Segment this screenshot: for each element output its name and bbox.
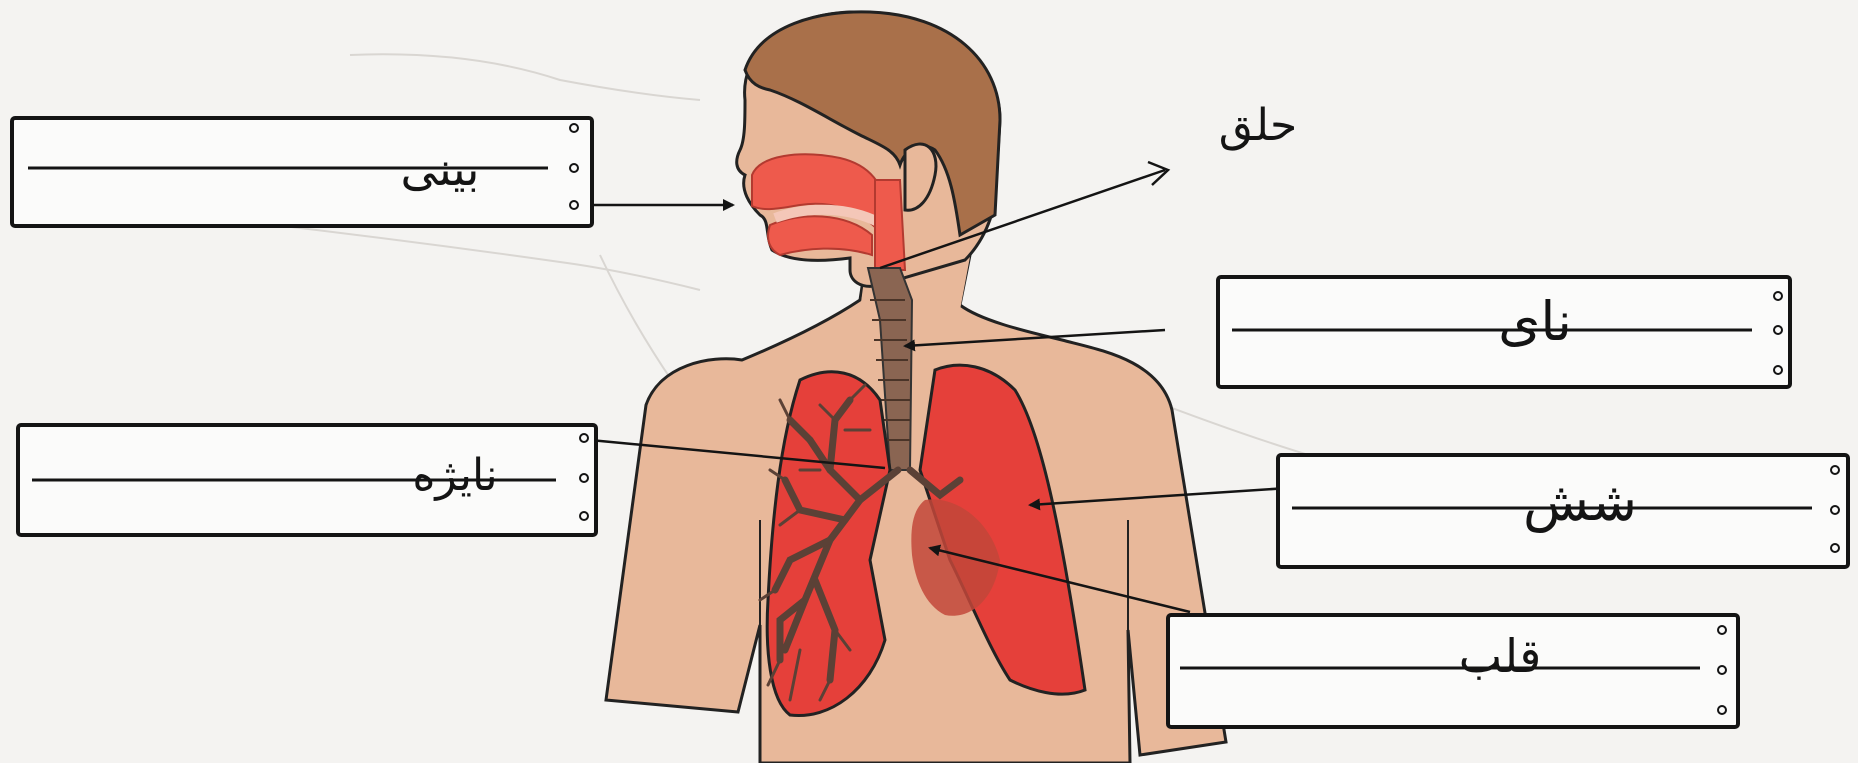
label-nose: بینی	[401, 142, 480, 196]
label-box-nose: بینی	[12, 118, 592, 226]
label-heart: قلب	[1459, 629, 1541, 683]
human-figure	[606, 12, 1226, 763]
label-box-lungs: شش	[1278, 455, 1848, 567]
pharynx	[875, 180, 905, 270]
label-box-windpipe: نای	[1218, 277, 1790, 387]
label-box-heart: قلب	[1168, 615, 1738, 727]
label-box-bronchi: نایژه	[18, 425, 596, 535]
label-windpipe: نای	[1498, 290, 1572, 353]
label-throat: حلق	[1219, 100, 1297, 151]
label-bronchi: نایژه	[412, 450, 497, 501]
label-lungs: شش	[1523, 470, 1637, 533]
